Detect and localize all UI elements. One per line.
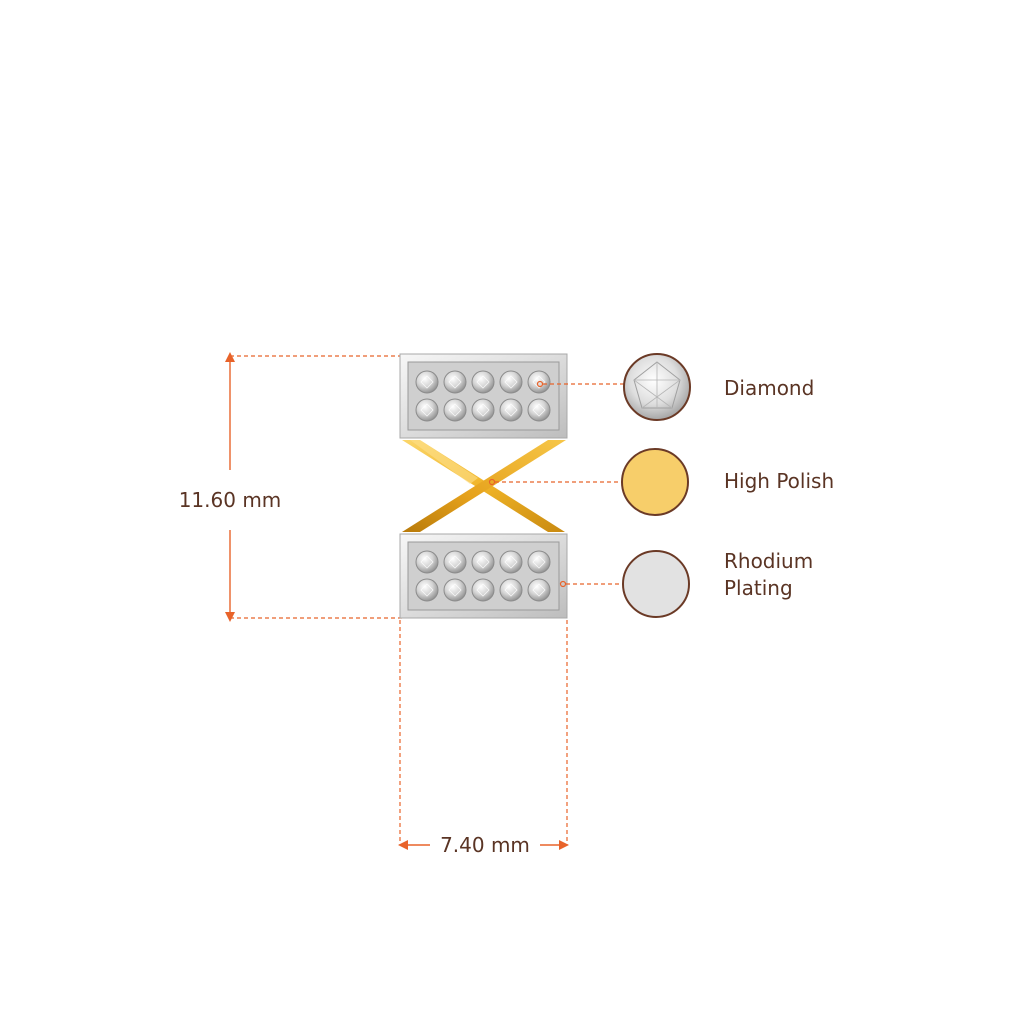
diamond-facet (448, 403, 462, 417)
pave-diamond (499, 398, 523, 422)
pave-diamond (499, 550, 523, 574)
diamond-facet (532, 375, 546, 389)
diamond-facet (448, 555, 462, 569)
pave-diamond (471, 550, 495, 574)
pave-diamond (527, 550, 551, 574)
diamond-facet (504, 583, 518, 597)
diamond-swatch (623, 353, 691, 421)
pave-diamond (443, 550, 467, 574)
diamond-facet (420, 583, 434, 597)
pave-diamond (443, 578, 467, 602)
pave-diamond (499, 578, 523, 602)
pave-diamond (471, 578, 495, 602)
pave-diamond (471, 398, 495, 422)
height-dimension (225, 352, 405, 622)
pave-diamond (415, 370, 439, 394)
diamond-facet (476, 555, 490, 569)
pave-diamond (527, 398, 551, 422)
diamond-facet (476, 403, 490, 417)
diamond-facet (420, 403, 434, 417)
pave-diamond (415, 550, 439, 574)
diamond-facet (476, 375, 490, 389)
pave-diamond (415, 578, 439, 602)
legend-label-high-polish: High Polish (724, 469, 835, 493)
pave-diamond (443, 398, 467, 422)
pave-diamond (499, 370, 523, 394)
high-polish-swatch (621, 448, 689, 516)
diamond-facet (448, 375, 462, 389)
diamond-facet (504, 375, 518, 389)
width-dimension (398, 620, 569, 850)
pave-diamond (443, 370, 467, 394)
top-plaque (399, 353, 568, 439)
pave-diamond (527, 578, 551, 602)
rhodium-swatch (622, 550, 690, 618)
diamond-facet (532, 583, 546, 597)
leader-lines (488, 380, 624, 588)
height-label: 11.60 mm (178, 488, 282, 512)
diamond-facet (532, 555, 546, 569)
diamond-facet (420, 555, 434, 569)
diamond-facet (532, 403, 546, 417)
gold-cross-bars (402, 440, 566, 532)
diamond-facet (476, 583, 490, 597)
pave-diamond (471, 370, 495, 394)
pave-diamond (415, 398, 439, 422)
legend-label-diamond: Diamond (724, 376, 815, 400)
diamond-facet (504, 555, 518, 569)
diamond-facet (448, 583, 462, 597)
diamond-facet (504, 403, 518, 417)
legend-label-rhodium-plating: Rhodium Plating (724, 549, 814, 600)
bottom-plaque (399, 533, 568, 619)
width-label: 7.40 mm (440, 833, 530, 857)
diamond-facet (420, 375, 434, 389)
